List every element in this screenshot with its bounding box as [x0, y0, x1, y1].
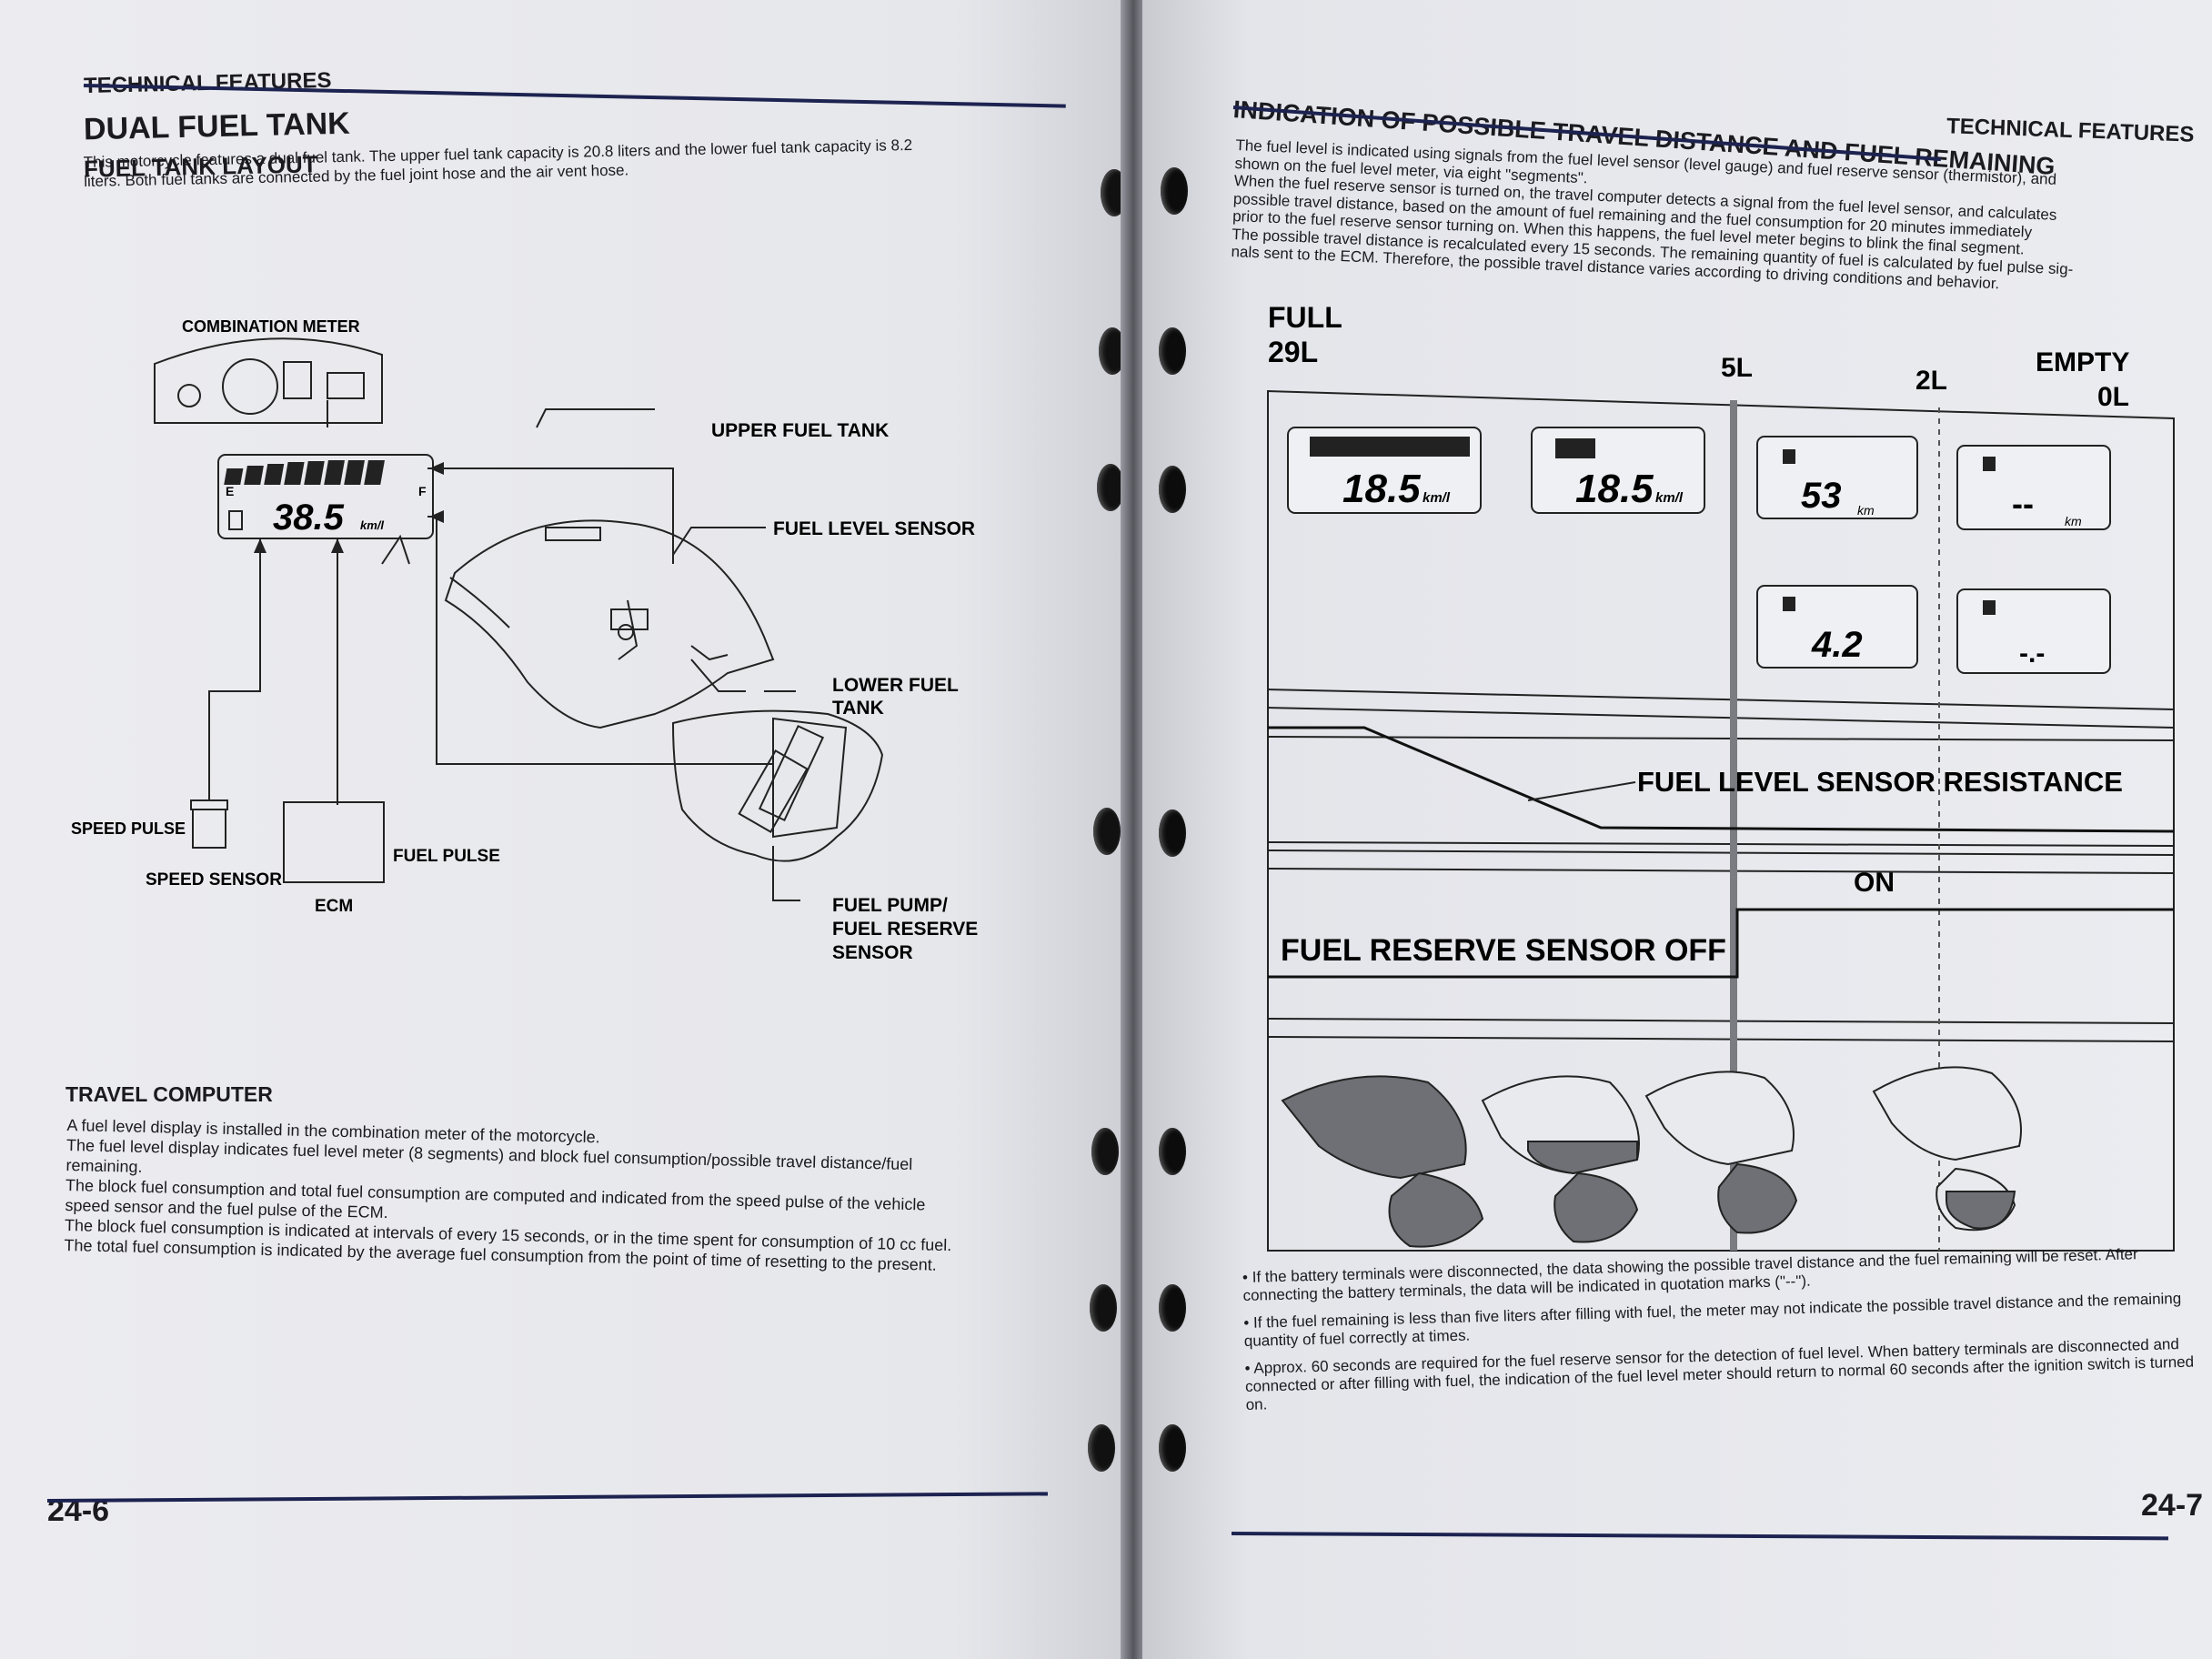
reserve-step-line	[1268, 908, 2174, 979]
meter-reading: 38.5	[273, 498, 345, 538]
left-page: TECHNICAL FEATURES DUAL FUEL TANK FUEL T…	[0, 0, 1124, 1659]
binder-hole	[1159, 327, 1186, 375]
tank-illustrations	[1281, 1066, 2022, 1248]
lcd-reading-5: 4.2	[1811, 625, 1863, 665]
lower-tank-outline	[671, 709, 884, 862]
label-speed-pulse: SPEED PULSE	[71, 819, 186, 838]
fuel-pump-icon	[228, 510, 243, 530]
label-combination-meter: COMBINATION METER	[182, 317, 360, 336]
label-fuel-pump-3: SENSOR	[832, 942, 913, 963]
lcd-unit-4: km	[2065, 514, 2082, 528]
label-5l: 5L	[1721, 353, 1753, 383]
binder-hole	[1159, 809, 1186, 857]
resistance-curve	[1268, 726, 2175, 833]
fuel-segments	[224, 460, 385, 485]
segments-half	[1555, 438, 1595, 458]
five-liter-divider	[1730, 400, 1737, 1251]
label-empty: EMPTY	[2036, 347, 2129, 377]
lcd-reading-6: -.-	[2019, 638, 2045, 669]
lcd-unit-2: km/l	[1655, 490, 1684, 506]
chart-frame	[1267, 389, 2175, 1252]
binder-hole	[1099, 327, 1124, 375]
label-fuel-pump-2: FUEL RESERVE	[832, 919, 978, 940]
lcd-reading-4: --	[2012, 485, 2034, 522]
label-ecm: ECM	[315, 897, 353, 916]
label-29l: 29L	[1268, 336, 1318, 368]
lcd-reading-3: 53	[1801, 476, 1842, 516]
binder-hole	[1091, 1128, 1119, 1175]
label-lower-fuel-tank-2: TANK	[832, 698, 884, 719]
page-title: DUAL FUEL TANK	[83, 106, 351, 147]
label-fuel-pulse: FUEL PULSE	[393, 847, 500, 866]
label-0l: 0L	[2097, 382, 2129, 412]
label-resistance: FUEL LEVEL SENSOR RESISTANCE	[1637, 766, 2123, 798]
binder-hole	[1097, 464, 1124, 511]
combination-meter-outline	[154, 337, 383, 424]
fuel-tank-diagram: E F 38.5 km/l COMBINATION METER UPPER FU…	[71, 317, 978, 963]
right-page: TECHNICAL FEATURES INDICATION OF POSSIBL…	[1142, 0, 2212, 1659]
lcd-display-42l	[1756, 585, 1918, 669]
fuel-indication-chart: FULL 29L 5L 2L EMPTY 0L FUEL LEVEL SENSO…	[1267, 301, 2175, 1252]
segments-full	[1310, 437, 1470, 457]
label-upper-fuel-tank: UPPER FUEL TANK	[711, 420, 889, 441]
binder-hole	[1090, 1284, 1117, 1332]
label-full: FULL	[1268, 301, 1342, 334]
meter-f-label: F	[418, 484, 427, 498]
binder-hole	[1088, 1424, 1115, 1472]
notes-list: • If the battery terminals were disconne…	[1242, 1243, 2210, 1423]
lcd-unit-3: km	[1857, 503, 1875, 518]
travel-computer-heading: TRAVEL COMPUTER	[65, 1082, 273, 1106]
book-gutter	[1121, 0, 1146, 1659]
label-on: ON	[1854, 868, 1895, 898]
binder-hole	[1159, 1424, 1186, 1472]
binder-hole	[1093, 808, 1121, 855]
footer-rule	[46, 1492, 1048, 1503]
meter-display-box	[217, 454, 434, 539]
lcd-display-53km	[1756, 436, 1918, 519]
label-2l: 2L	[1915, 366, 1947, 396]
meter-e-label: E	[226, 484, 234, 498]
page-number: 24-7	[2141, 1488, 2204, 1523]
lcd-reading-1: 18.5	[1342, 467, 1421, 511]
meter-dial	[222, 358, 278, 415]
intro-paragraph: The fuel level is indicated using signal…	[1231, 136, 2074, 293]
label-fuel-level-sensor: FUEL LEVEL SENSOR	[773, 518, 975, 539]
label-speed-sensor: SPEED SENSOR	[146, 870, 282, 890]
upper-tank-outline	[444, 519, 775, 729]
travel-computer-paragraph: A fuel level display is installed in the…	[64, 1116, 952, 1274]
ecm-box	[283, 801, 385, 883]
lcd-unit-1: km/l	[1423, 490, 1451, 506]
binder-hole	[1159, 1284, 1186, 1332]
label-fuel-pump-1: FUEL PUMP/	[832, 895, 948, 916]
binder-hole	[1159, 1128, 1186, 1175]
binder-hole	[1101, 169, 1124, 216]
footer-rule	[1231, 1532, 2168, 1541]
lcd-display-dash-km	[1956, 445, 2111, 530]
binder-hole	[1159, 466, 1186, 513]
binder-hole	[1161, 167, 1188, 215]
label-reserve-off: FUEL RESERVE SENSOR OFF	[1281, 933, 1726, 968]
lcd-reading-2: 18.5	[1575, 467, 1654, 511]
running-header: TECHNICAL FEATURES	[1946, 114, 2195, 147]
label-lower-fuel-tank-1: LOWER FUEL	[832, 675, 959, 696]
meter-unit: km/l	[360, 518, 384, 532]
